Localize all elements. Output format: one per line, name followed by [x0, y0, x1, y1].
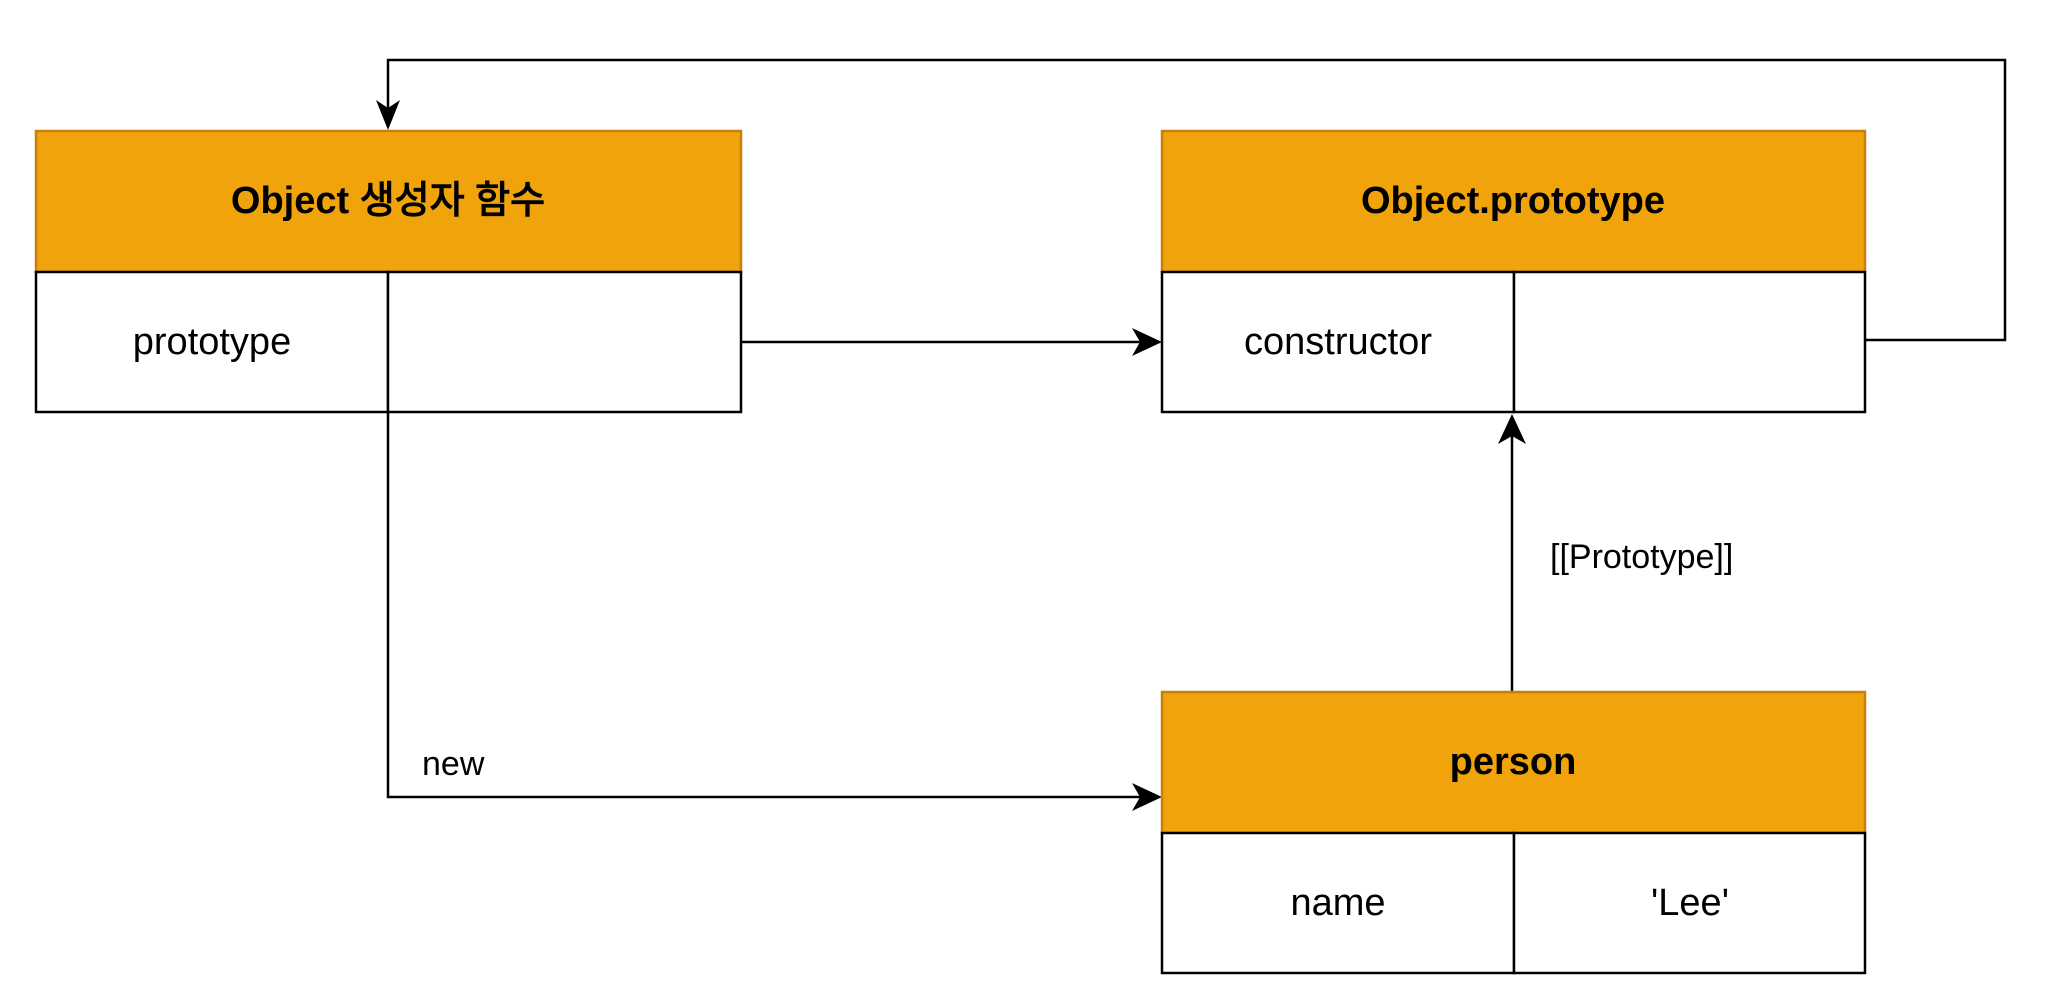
edge-internal-prototype-arrowhead	[1498, 414, 1526, 444]
edge-constructor-to-function	[376, 58, 2007, 342]
node-object-constructor-key: prototype	[133, 321, 291, 363]
edge-internal-prototype: [[Prototype]]	[1498, 414, 1733, 692]
node-person-value: 'Lee'	[1651, 882, 1729, 924]
edge-prototype-to-object-prototype	[741, 328, 1162, 356]
node-object-prototype-header	[1160, 129, 1867, 274]
node-object-constructor-key-cell	[34, 270, 390, 414]
edge-new-label: new	[422, 745, 485, 783]
node-object-prototype-title: Object.prototype	[1361, 180, 1665, 222]
edge-constructor-line	[386, 58, 2007, 342]
node-object-prototype-key-cell	[1160, 270, 1516, 414]
edge-new-line	[386, 412, 1148, 799]
node-person-value-cell	[1512, 831, 1867, 975]
node-person-title: person	[1450, 741, 1577, 783]
edge-internal-prototype-label: [[Prototype]]	[1550, 538, 1733, 576]
node-object-prototype-key: constructor	[1244, 321, 1432, 363]
node-object-prototype: Object.prototype constructor	[1160, 129, 1867, 414]
node-object-constructor-title: Object 생성자 함수	[231, 180, 545, 222]
node-person-key-cell	[1160, 831, 1516, 975]
node-person: person name 'Lee'	[1160, 690, 1867, 975]
edge-prototype-arrowhead	[1132, 328, 1162, 356]
edge-new: new	[386, 412, 1162, 811]
node-object-constructor-value-cell	[386, 270, 743, 414]
edge-new-arrowhead	[1132, 783, 1162, 811]
node-person-key: name	[1290, 882, 1385, 924]
edge-constructor-arrowhead	[376, 100, 400, 130]
node-object-constructor: Object 생성자 함수 prototype	[34, 129, 743, 414]
node-person-header	[1160, 690, 1867, 835]
node-object-prototype-value-cell	[1512, 270, 1867, 414]
